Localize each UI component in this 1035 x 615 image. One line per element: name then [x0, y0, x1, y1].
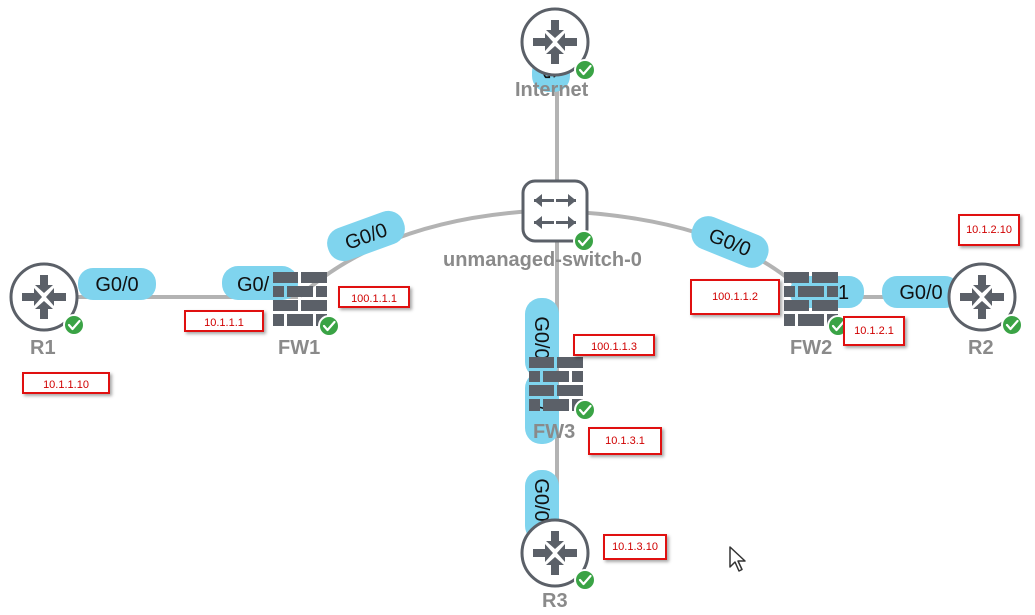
status-ok-icon: [62, 313, 86, 337]
status-ok-icon: [573, 568, 597, 592]
status-ok-icon: [1000, 313, 1024, 337]
interface-pill-r2[interactable]: G0/0: [882, 276, 960, 308]
ip-label-fw3-inside: 10.1.3.1: [588, 427, 662, 455]
status-ok-icon: [573, 398, 597, 422]
interface-label-fw3-bottom: /: [530, 405, 552, 411]
interface-label-r3: G0/0: [530, 478, 552, 521]
interface-label-fw1-left: G0/: [237, 274, 270, 296]
ip-label-fw2-inside: 10.1.2.1: [843, 316, 905, 346]
interface-label-r2: G0/0: [899, 282, 942, 304]
node-label-switch: unmanaged-switch-0: [443, 249, 642, 271]
ip-label-fw3-outside: 100.1.1.3: [573, 334, 655, 356]
ip-label-fw1-inside: 10.1.1.1: [184, 310, 264, 332]
mouse-cursor-icon: [729, 546, 746, 572]
ip-label-fw1-outside: 100.1.1.1: [338, 286, 410, 308]
interface-label-fw2-right: 1: [838, 282, 849, 304]
ip-label-fw2-outside: 100.1.1.2: [690, 279, 780, 315]
status-ok-icon: [572, 229, 596, 253]
device-fw1[interactable]: [273, 272, 341, 338]
ip-label-r3: 10.1.3.10: [603, 534, 667, 560]
ip-label-r1: 10.1.1.10: [22, 372, 110, 394]
ip-label-r2: 10.1.2.10: [958, 214, 1020, 246]
device-r2[interactable]: [947, 262, 1024, 337]
interface-pill-r1[interactable]: G0/0: [78, 268, 156, 300]
node-label-fw2: FW2: [790, 337, 833, 359]
node-label-fw3: FW3: [533, 421, 576, 443]
device-r3[interactable]: [520, 518, 597, 592]
interface-label-r1: G0/0: [95, 274, 138, 296]
device-r1[interactable]: [9, 262, 86, 337]
node-label-fw1: FW1: [278, 337, 321, 359]
device-fw3[interactable]: [529, 357, 597, 422]
device-switch[interactable]: [521, 179, 596, 253]
interface-pill-fw2-left[interactable]: G0/0: [687, 211, 774, 272]
interface-pill-fw1-right[interactable]: G0/0: [323, 206, 410, 265]
node-label-r3: R3: [542, 590, 568, 612]
interface-label-fw3-top: G0/0: [530, 316, 552, 359]
node-label-internet: Internet: [515, 79, 589, 101]
switch-arrows-icon: [534, 194, 576, 229]
node-label-r2: R2: [968, 337, 994, 359]
status-ok-icon: [317, 314, 341, 338]
node-label-r1: R1: [30, 337, 56, 359]
status-ok-icon: [573, 58, 597, 82]
